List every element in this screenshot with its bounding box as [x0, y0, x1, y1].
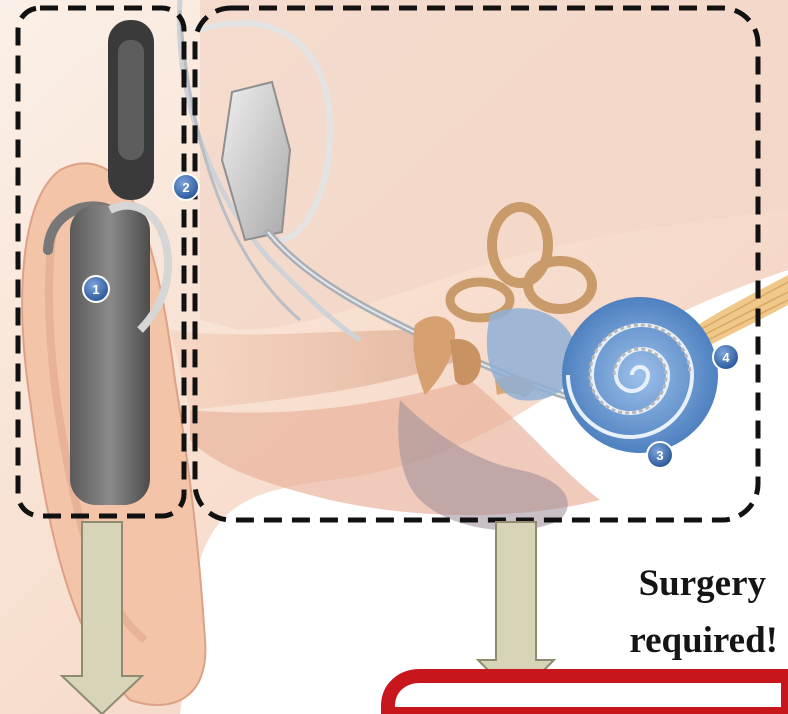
svg-text:1: 1: [92, 282, 99, 297]
svg-text:3: 3: [656, 448, 663, 463]
marker-3: 3: [647, 442, 673, 468]
processor-body: [70, 205, 150, 505]
svg-text:4: 4: [722, 350, 730, 365]
marker-1: 1: [83, 276, 109, 302]
svg-text:2: 2: [182, 180, 189, 195]
callout-box: [388, 676, 788, 714]
processor-top-detail: [118, 40, 144, 160]
marker-4: 4: [713, 344, 739, 370]
surgery-note-line-2: required!: [629, 622, 778, 659]
surgery-note-line-1: Surgery: [639, 565, 766, 602]
marker-2: 2: [173, 174, 199, 200]
cochlea: [562, 297, 718, 453]
